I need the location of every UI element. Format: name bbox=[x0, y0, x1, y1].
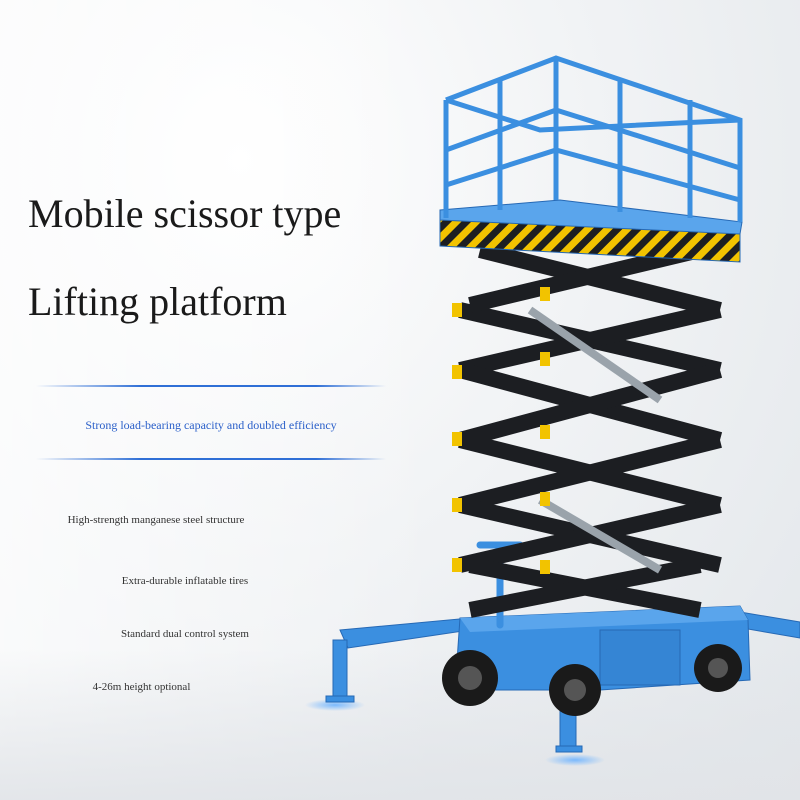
divider-bottom bbox=[36, 458, 386, 460]
headline-line-2: Lifting platform bbox=[28, 279, 287, 324]
feature-tires: Extra-durable inflatable tires bbox=[121, 575, 249, 587]
hydraulic-cylinders bbox=[527, 306, 663, 574]
feature-height: 4-26m height optional bbox=[92, 681, 191, 693]
divider-top bbox=[36, 385, 386, 387]
wheels bbox=[442, 644, 742, 716]
feature-control-system: Standard dual control system bbox=[120, 628, 249, 640]
headline-line-1: Mobile scissor type bbox=[28, 191, 342, 236]
scissor-arms bbox=[457, 242, 723, 618]
pivot-plates bbox=[452, 287, 550, 574]
feature-steel-structure: High-strength manganese steel structure bbox=[67, 514, 245, 526]
chassis bbox=[454, 605, 751, 691]
tagline: Strong load-bearing capacity and doubled… bbox=[85, 418, 337, 432]
platform bbox=[439, 199, 743, 263]
guardrails bbox=[443, 55, 743, 222]
